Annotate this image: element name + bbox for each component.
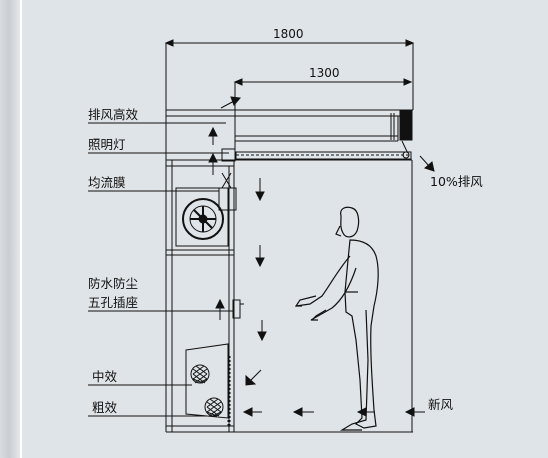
dimension-1800 bbox=[164, 39, 415, 110]
equipment-column bbox=[165, 159, 413, 433]
fresh-air-label: 新风 bbox=[428, 397, 454, 412]
dimension-1300-label: 1300 bbox=[309, 66, 340, 80]
leader-lines bbox=[88, 122, 233, 417]
socket-label-line1: 防水防尘 bbox=[88, 276, 138, 291]
exhaust-out-arrow bbox=[220, 96, 435, 172]
coarse-filter-mesh bbox=[204, 397, 224, 417]
lighting-fixture bbox=[221, 148, 412, 162]
medium-filter-mesh bbox=[190, 364, 210, 384]
return-air-arrows bbox=[242, 407, 425, 417]
person-figure bbox=[294, 206, 379, 431]
waterproof-socket bbox=[232, 299, 244, 319]
ceiling bbox=[165, 109, 413, 160]
exhaust-10-label: 10%排风 bbox=[430, 174, 483, 189]
flow-membrane bbox=[218, 172, 237, 211]
left-edge-strip bbox=[0, 0, 20, 458]
airflow-down-arrows bbox=[208, 126, 267, 386]
exhaust-hepa-label: 排风高效 bbox=[88, 107, 139, 122]
diagram-panel bbox=[22, 0, 548, 458]
socket-label-line2: 五孔插座 bbox=[88, 295, 138, 310]
medium-filter-label: 中效 bbox=[92, 369, 118, 384]
dimension-1800-label: 1800 bbox=[273, 27, 304, 41]
flow-membrane-label: 均流膜 bbox=[88, 175, 126, 190]
lighting-label: 照明灯 bbox=[88, 137, 126, 152]
dimension-1300 bbox=[233, 78, 413, 160]
coarse-filter-label: 粗效 bbox=[92, 400, 118, 415]
exhaust-hepa-unit bbox=[390, 109, 413, 161]
fan-unit bbox=[175, 187, 229, 247]
